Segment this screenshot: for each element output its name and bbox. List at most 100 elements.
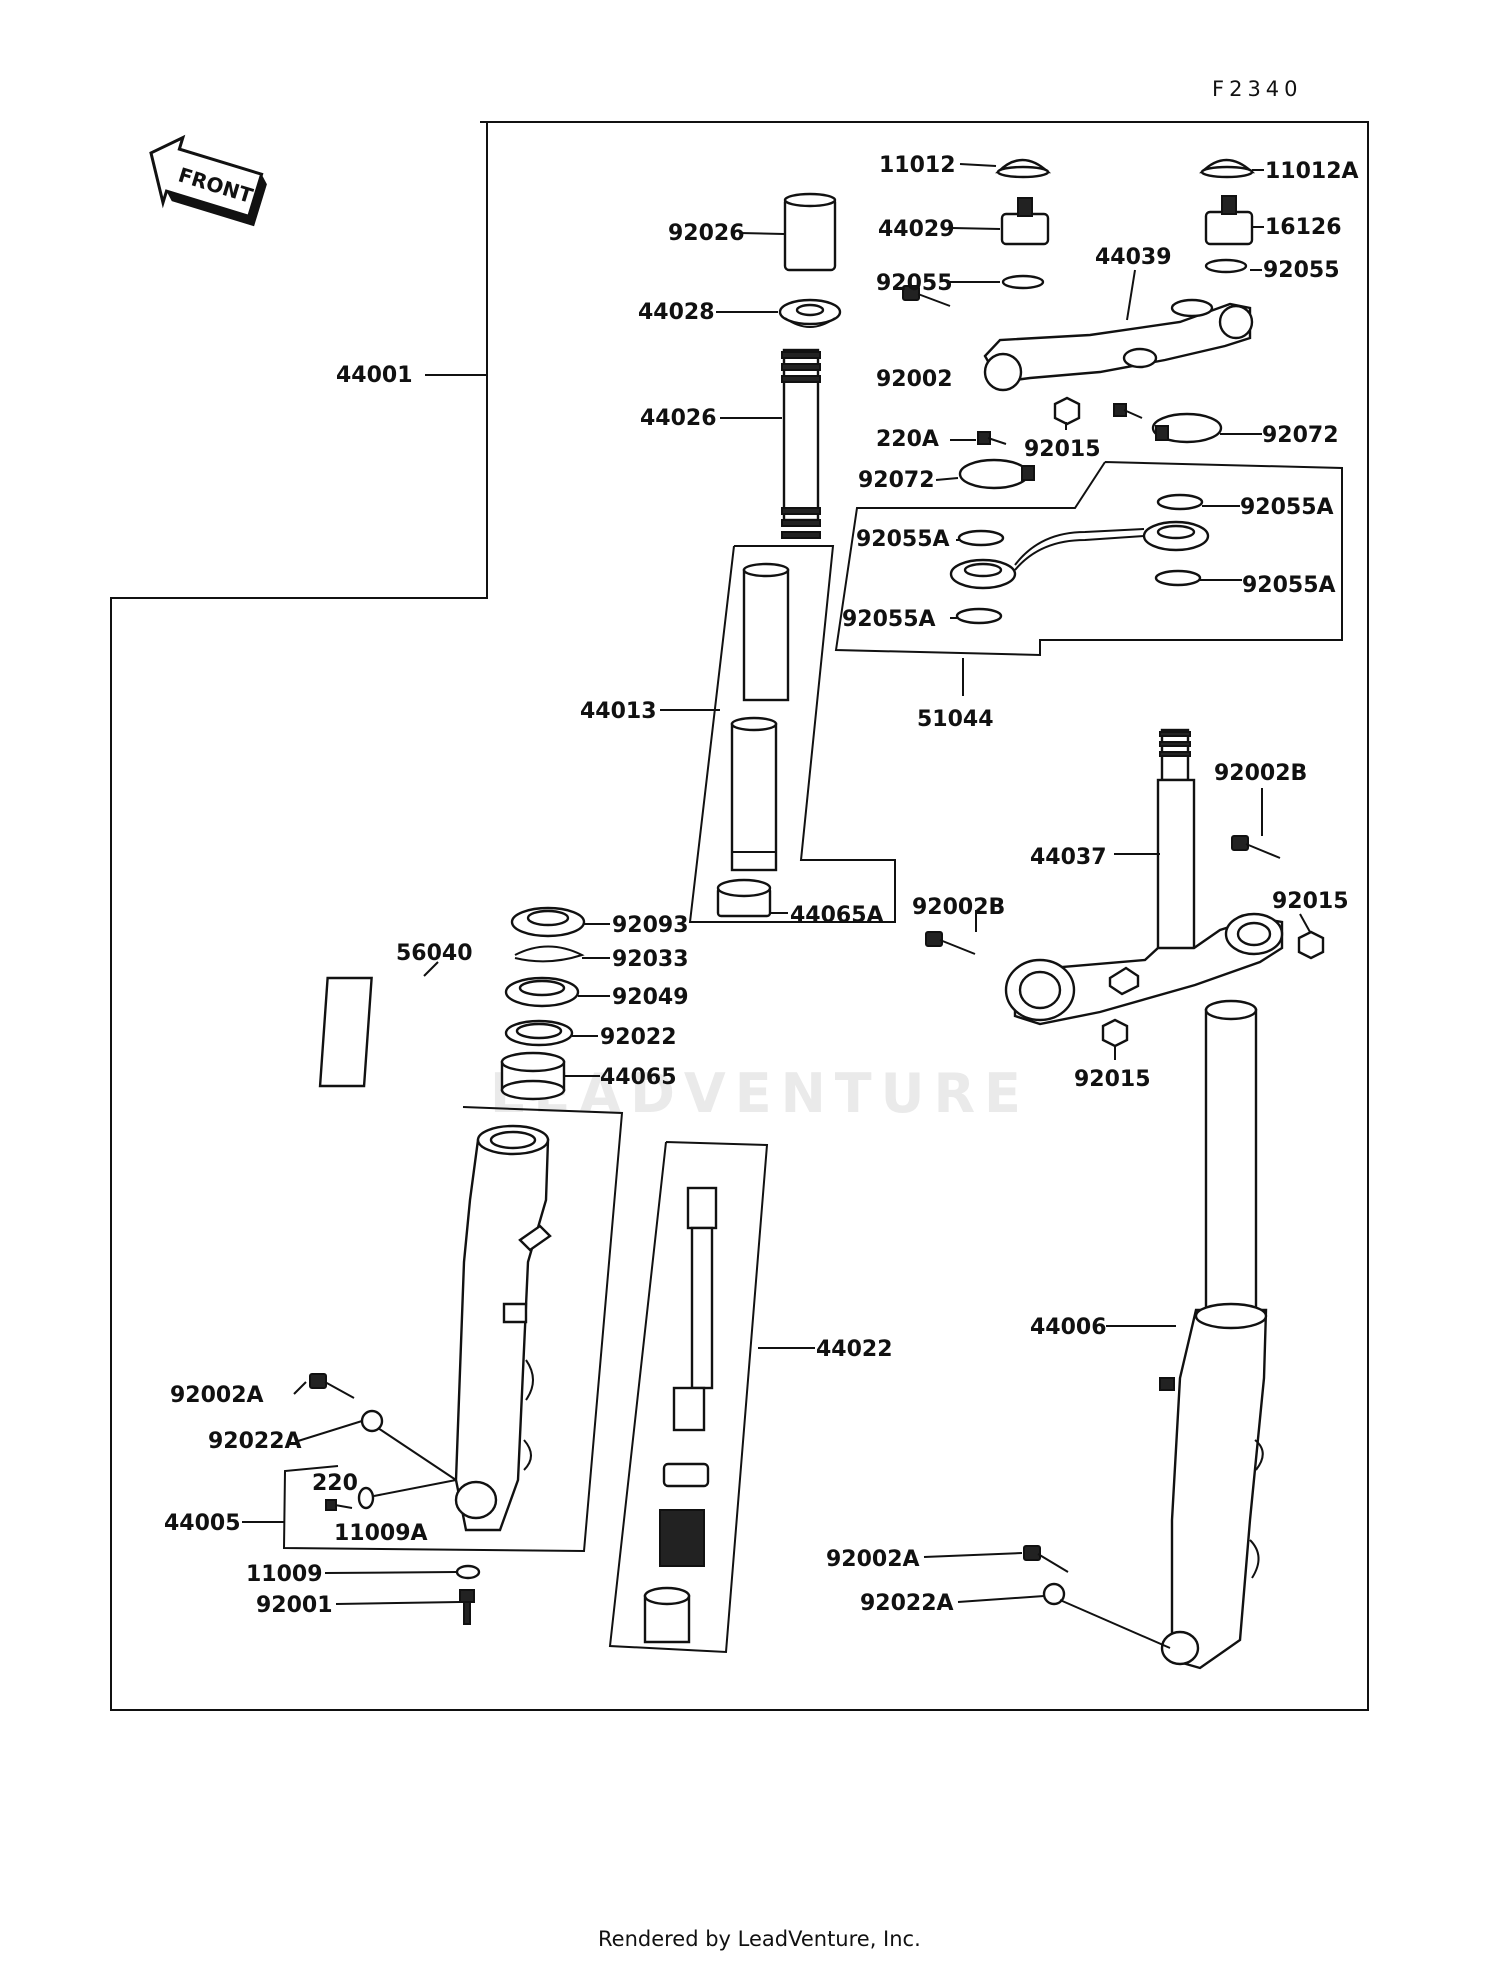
fork-tube-44006 bbox=[1159, 999, 1268, 1670]
collar-92026 bbox=[783, 192, 837, 272]
label-11009A: 11009A bbox=[334, 1521, 428, 1546]
front-arrow-icon: FRONT bbox=[149, 134, 267, 227]
label-92002A-left: 92002A bbox=[170, 1383, 264, 1408]
label-44006: 44006 bbox=[1030, 1315, 1107, 1340]
label-44037: 44037 bbox=[1030, 845, 1107, 870]
label-44013: 44013 bbox=[580, 699, 657, 724]
damper-group-outline bbox=[608, 1141, 769, 1654]
outer-tube-44005 bbox=[454, 1124, 552, 1532]
label-92015-right: 92015 bbox=[1272, 889, 1349, 914]
o-ring-92055A-1 bbox=[1156, 493, 1204, 511]
label-92002: 92002 bbox=[876, 367, 953, 392]
label-92055A-1: 92055A bbox=[1240, 495, 1334, 520]
inner-tube-44013 bbox=[730, 562, 790, 872]
damper-rod-44022 bbox=[643, 1186, 718, 1644]
spring-pipe-44026 bbox=[781, 348, 821, 539]
label-92002B-right: 92002B bbox=[1214, 761, 1307, 786]
dust-seal-92093 bbox=[510, 906, 586, 938]
clamp-92072-right bbox=[1151, 412, 1223, 444]
screw-220 bbox=[325, 1499, 353, 1511]
label-11009: 11009 bbox=[246, 1562, 323, 1587]
label-92026: 92026 bbox=[668, 221, 745, 246]
label-92055A-3: 92055A bbox=[1242, 573, 1336, 598]
bolt-92001 bbox=[459, 1589, 475, 1625]
connector-92022A-right bbox=[1059, 1599, 1171, 1649]
bolt-92002A-left bbox=[309, 1373, 355, 1399]
label-16126: 16126 bbox=[1265, 215, 1342, 240]
connector-11009A bbox=[373, 1479, 457, 1497]
handlebar-44039 bbox=[983, 298, 1254, 392]
bolt-92002 bbox=[902, 285, 951, 307]
left-fork-group-outline bbox=[282, 1106, 624, 1553]
label-92055A-2: 92055A bbox=[856, 527, 950, 552]
adjuster-44029 bbox=[1000, 197, 1050, 246]
label-44065: 44065 bbox=[600, 1065, 677, 1090]
bolt-92002A-right bbox=[1023, 1545, 1069, 1573]
spring-seat-44028 bbox=[778, 298, 842, 328]
clip-92033 bbox=[514, 945, 585, 963]
gasket-11009A bbox=[357, 1486, 375, 1510]
nut-92015-top bbox=[1053, 396, 1081, 426]
label-92022: 92022 bbox=[600, 1025, 677, 1050]
figure-code: F2340 bbox=[1212, 77, 1303, 101]
label-92001: 92001 bbox=[256, 1593, 333, 1618]
label-56040: 56040 bbox=[396, 941, 473, 966]
bushing-44065 bbox=[500, 1051, 566, 1101]
label-220A: 220A bbox=[876, 427, 939, 452]
label-92072-left: 92072 bbox=[858, 468, 935, 493]
o-ring-92055A-2 bbox=[957, 529, 1005, 547]
washer-92022A-right bbox=[1042, 1582, 1066, 1606]
inner-tube-group-outline bbox=[688, 545, 896, 923]
label-92033: 92033 bbox=[612, 947, 689, 972]
label-92055A-4: 92055A bbox=[842, 607, 936, 632]
label-92055-right: 92055 bbox=[1263, 258, 1340, 283]
assembly-boundary bbox=[110, 121, 1369, 1711]
cap-11012A bbox=[1199, 158, 1256, 179]
nut-92015-right bbox=[1297, 930, 1325, 960]
label-44028: 44028 bbox=[638, 300, 715, 325]
footer-credit: Rendered by LeadVenture, Inc. bbox=[598, 1927, 921, 1951]
clamp-92072-left bbox=[958, 458, 1035, 490]
label-44005: 44005 bbox=[164, 1511, 241, 1536]
label-92002B-left: 92002B bbox=[912, 895, 1005, 920]
label-11012: 11012 bbox=[879, 153, 956, 178]
label-44026: 44026 bbox=[640, 406, 717, 431]
watermark: LEADVENTURE bbox=[490, 1062, 1030, 1125]
bolt-220A bbox=[977, 431, 1007, 445]
o-ring-92055-left bbox=[1001, 274, 1045, 290]
cap-11012 bbox=[995, 158, 1052, 179]
cable-51044 bbox=[949, 520, 1210, 590]
adjuster-16126 bbox=[1204, 195, 1254, 246]
label-44029: 44029 bbox=[878, 217, 955, 242]
label-92022A-left: 92022A bbox=[208, 1429, 302, 1454]
label-51044: 51044 bbox=[917, 707, 994, 732]
oil-seal-92049 bbox=[504, 976, 580, 1008]
label-44039: 44039 bbox=[1095, 245, 1172, 270]
label-220: 220 bbox=[312, 1471, 358, 1496]
label-44022: 44022 bbox=[816, 1337, 893, 1362]
o-ring-92055-right bbox=[1204, 258, 1248, 274]
nut-92015-bottom bbox=[1101, 1018, 1129, 1048]
connector-92022A-left bbox=[377, 1427, 457, 1481]
label-44065A: 44065A bbox=[790, 903, 884, 928]
label-92022A-right: 92022A bbox=[860, 1591, 954, 1616]
reflector-56040 bbox=[318, 976, 373, 1088]
label-92049: 92049 bbox=[612, 985, 689, 1010]
bolt-92002B-right bbox=[1231, 835, 1281, 859]
washer-92022 bbox=[504, 1019, 574, 1047]
label-92072-right: 92072 bbox=[1262, 423, 1339, 448]
label-92055-left: 92055 bbox=[876, 271, 953, 296]
label-44001: 44001 bbox=[336, 363, 413, 388]
steering-stem-44037 bbox=[1004, 728, 1284, 1026]
cable-group-outline bbox=[834, 461, 1343, 657]
o-ring-92055A-4 bbox=[955, 607, 1003, 625]
label-11012A: 11012A bbox=[1265, 159, 1359, 184]
label-92002A-right: 92002A bbox=[826, 1547, 920, 1572]
label-92015-bottom: 92015 bbox=[1074, 1067, 1151, 1092]
bolt-92002B-left bbox=[925, 931, 976, 955]
bolt-small-upper bbox=[1113, 403, 1143, 419]
label-92015-top: 92015 bbox=[1024, 437, 1101, 462]
label-92093: 92093 bbox=[612, 913, 689, 938]
bushing-44065A bbox=[716, 878, 772, 918]
